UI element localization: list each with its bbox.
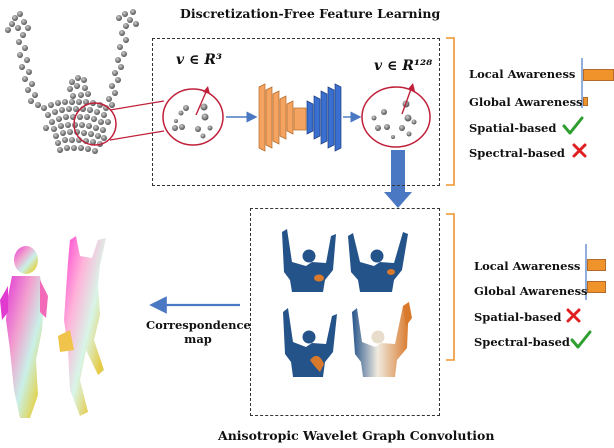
bottom-bracket [446, 213, 455, 361]
wavelet-figure-2 [348, 232, 408, 292]
bottom-global-awareness-label: Global Awareness [474, 284, 588, 298]
top-spectral-label: Spectral-based [469, 146, 565, 160]
correspondence-mesh-2 [58, 236, 106, 416]
input-patch [162, 86, 224, 146]
bottom-spatial-label: Spatial-based [474, 310, 562, 324]
correspondence-mesh-1 [0, 246, 48, 418]
correspondence-label-line2: map [184, 332, 212, 346]
correspondence-label: Correspondence map [146, 318, 251, 346]
bottom-section-title: Anisotropic Wavelet Graph Convolution [218, 428, 495, 443]
top-spatial-label: Spatial-based [469, 121, 557, 135]
top-feature-box [152, 38, 440, 186]
correspondence-label-line1: Correspondence [146, 318, 251, 332]
bottom-local-awareness-label: Local Awareness [474, 259, 581, 273]
bottom-global-awareness-bar [587, 281, 606, 293]
bottom-local-awareness-bar [587, 259, 606, 271]
bottom-spectral-check-icon [570, 330, 592, 349]
top-section-title: Discretization-Free Feature Learning [180, 6, 441, 21]
top-spatial-check-icon [562, 116, 584, 135]
output-dimension-label: v ∈ R¹²⁸ [374, 58, 433, 74]
encoder-layers [258, 83, 294, 152]
zoom-line-top [109, 100, 165, 111]
top-global-awareness-bar [583, 97, 588, 106]
zoom-line-bottom [109, 130, 165, 141]
output-patch [361, 83, 431, 148]
down-arrow [384, 150, 412, 208]
top-spectral-cross-icon [572, 143, 587, 158]
point-cloud-figure [5, 9, 139, 154]
encoder-decoder-network [258, 83, 342, 152]
bottom-spatial-cross-icon [566, 308, 581, 323]
zoom-circle-source [73, 102, 117, 146]
bottom-spectral-label: Spectral-based [474, 335, 570, 349]
wavelet-figure-3 [283, 308, 337, 377]
bottom-wavelet-box [250, 208, 440, 416]
top-local-awareness-bar [583, 69, 614, 81]
bottleneck-layer [293, 107, 307, 131]
top-bracket [446, 37, 455, 186]
wavelet-figure-4 [352, 302, 412, 377]
wavelet-figures [282, 229, 412, 377]
input-dimension-label: v ∈ R³ [176, 52, 223, 68]
top-global-awareness-label: Global Awareness [469, 95, 583, 109]
decoder-layers [306, 83, 342, 152]
top-local-awareness-label: Local Awareness [469, 67, 576, 81]
wavelet-figure-1 [282, 229, 336, 292]
